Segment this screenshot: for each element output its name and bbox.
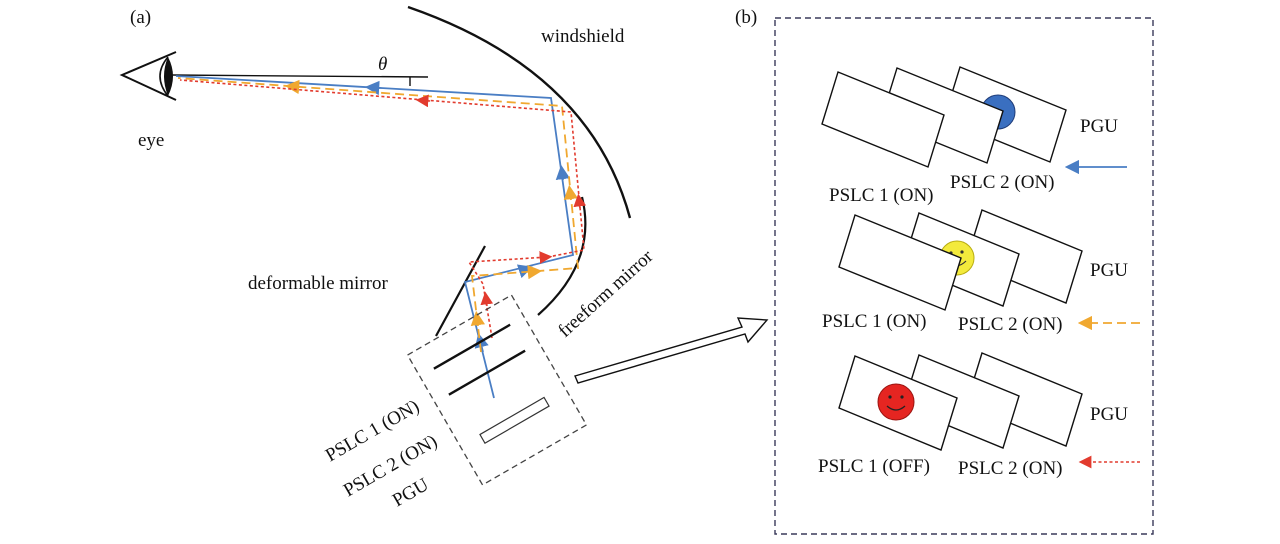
orange-ray bbox=[177, 77, 579, 353]
row2-pslc2-label: PSLC 2 (ON) bbox=[958, 314, 1063, 335]
row-1: PGU PSLC 1 (ON) PSLC 2 (ON) bbox=[821, 66, 1127, 206]
panel-b: (b) PGU PSLC 1 (ON) PSLC 2 (ON) PGU bbox=[735, 7, 1154, 535]
row1-pslc2-label: PSLC 2 (ON) bbox=[950, 172, 1055, 193]
pslc1-plate bbox=[433, 323, 511, 370]
row3-pgu-label: PGU bbox=[1090, 404, 1128, 425]
row2-pgu-label: PGU bbox=[1090, 260, 1128, 281]
pgu-label: PGU bbox=[389, 474, 433, 511]
blue-ray bbox=[175, 75, 575, 399]
projection-unit-box bbox=[406, 294, 588, 486]
windshield-curve bbox=[407, 5, 632, 219]
pslc2-plate bbox=[448, 349, 526, 396]
freeform-mirror-label: freeform mirror bbox=[554, 246, 658, 342]
row-2: PGU PSLC 1 (ON) PSLC 2 (ON) bbox=[822, 209, 1140, 335]
theta-label: θ bbox=[378, 54, 387, 75]
eye-icon bbox=[119, 51, 177, 101]
pgu-rect bbox=[479, 396, 550, 444]
panel-a: (a) eye θ windshield freeform mirror def… bbox=[119, 5, 769, 511]
deformable-mirror-label: deformable mirror bbox=[248, 273, 388, 294]
hollow-arrow bbox=[574, 317, 769, 384]
optical-axis-line bbox=[171, 74, 429, 78]
panel-a-label: (a) bbox=[130, 7, 151, 28]
row-3: PGU PSLC 1 (OFF) PSLC 2 (ON) bbox=[818, 352, 1140, 479]
row1-pslc1-panel bbox=[821, 71, 945, 168]
eye-label: eye bbox=[138, 130, 164, 151]
row1-pslc1-label: PSLC 1 (ON) bbox=[829, 185, 934, 206]
row2-pslc1-panel bbox=[838, 214, 962, 311]
red-ray bbox=[179, 79, 587, 339]
windshield-label: windshield bbox=[541, 26, 625, 47]
row3-pslc1-label: PSLC 1 (OFF) bbox=[818, 456, 930, 477]
row1-pgu-label: PGU bbox=[1080, 116, 1118, 137]
row3-pslc2-label: PSLC 2 (ON) bbox=[958, 458, 1063, 479]
freeform-mirror-curve bbox=[537, 196, 587, 316]
red-smiley-icon bbox=[877, 383, 915, 421]
panel-b-frame bbox=[774, 17, 1154, 535]
panel-b-label: (b) bbox=[735, 7, 757, 28]
row2-pslc1-label: PSLC 1 (ON) bbox=[822, 311, 927, 332]
